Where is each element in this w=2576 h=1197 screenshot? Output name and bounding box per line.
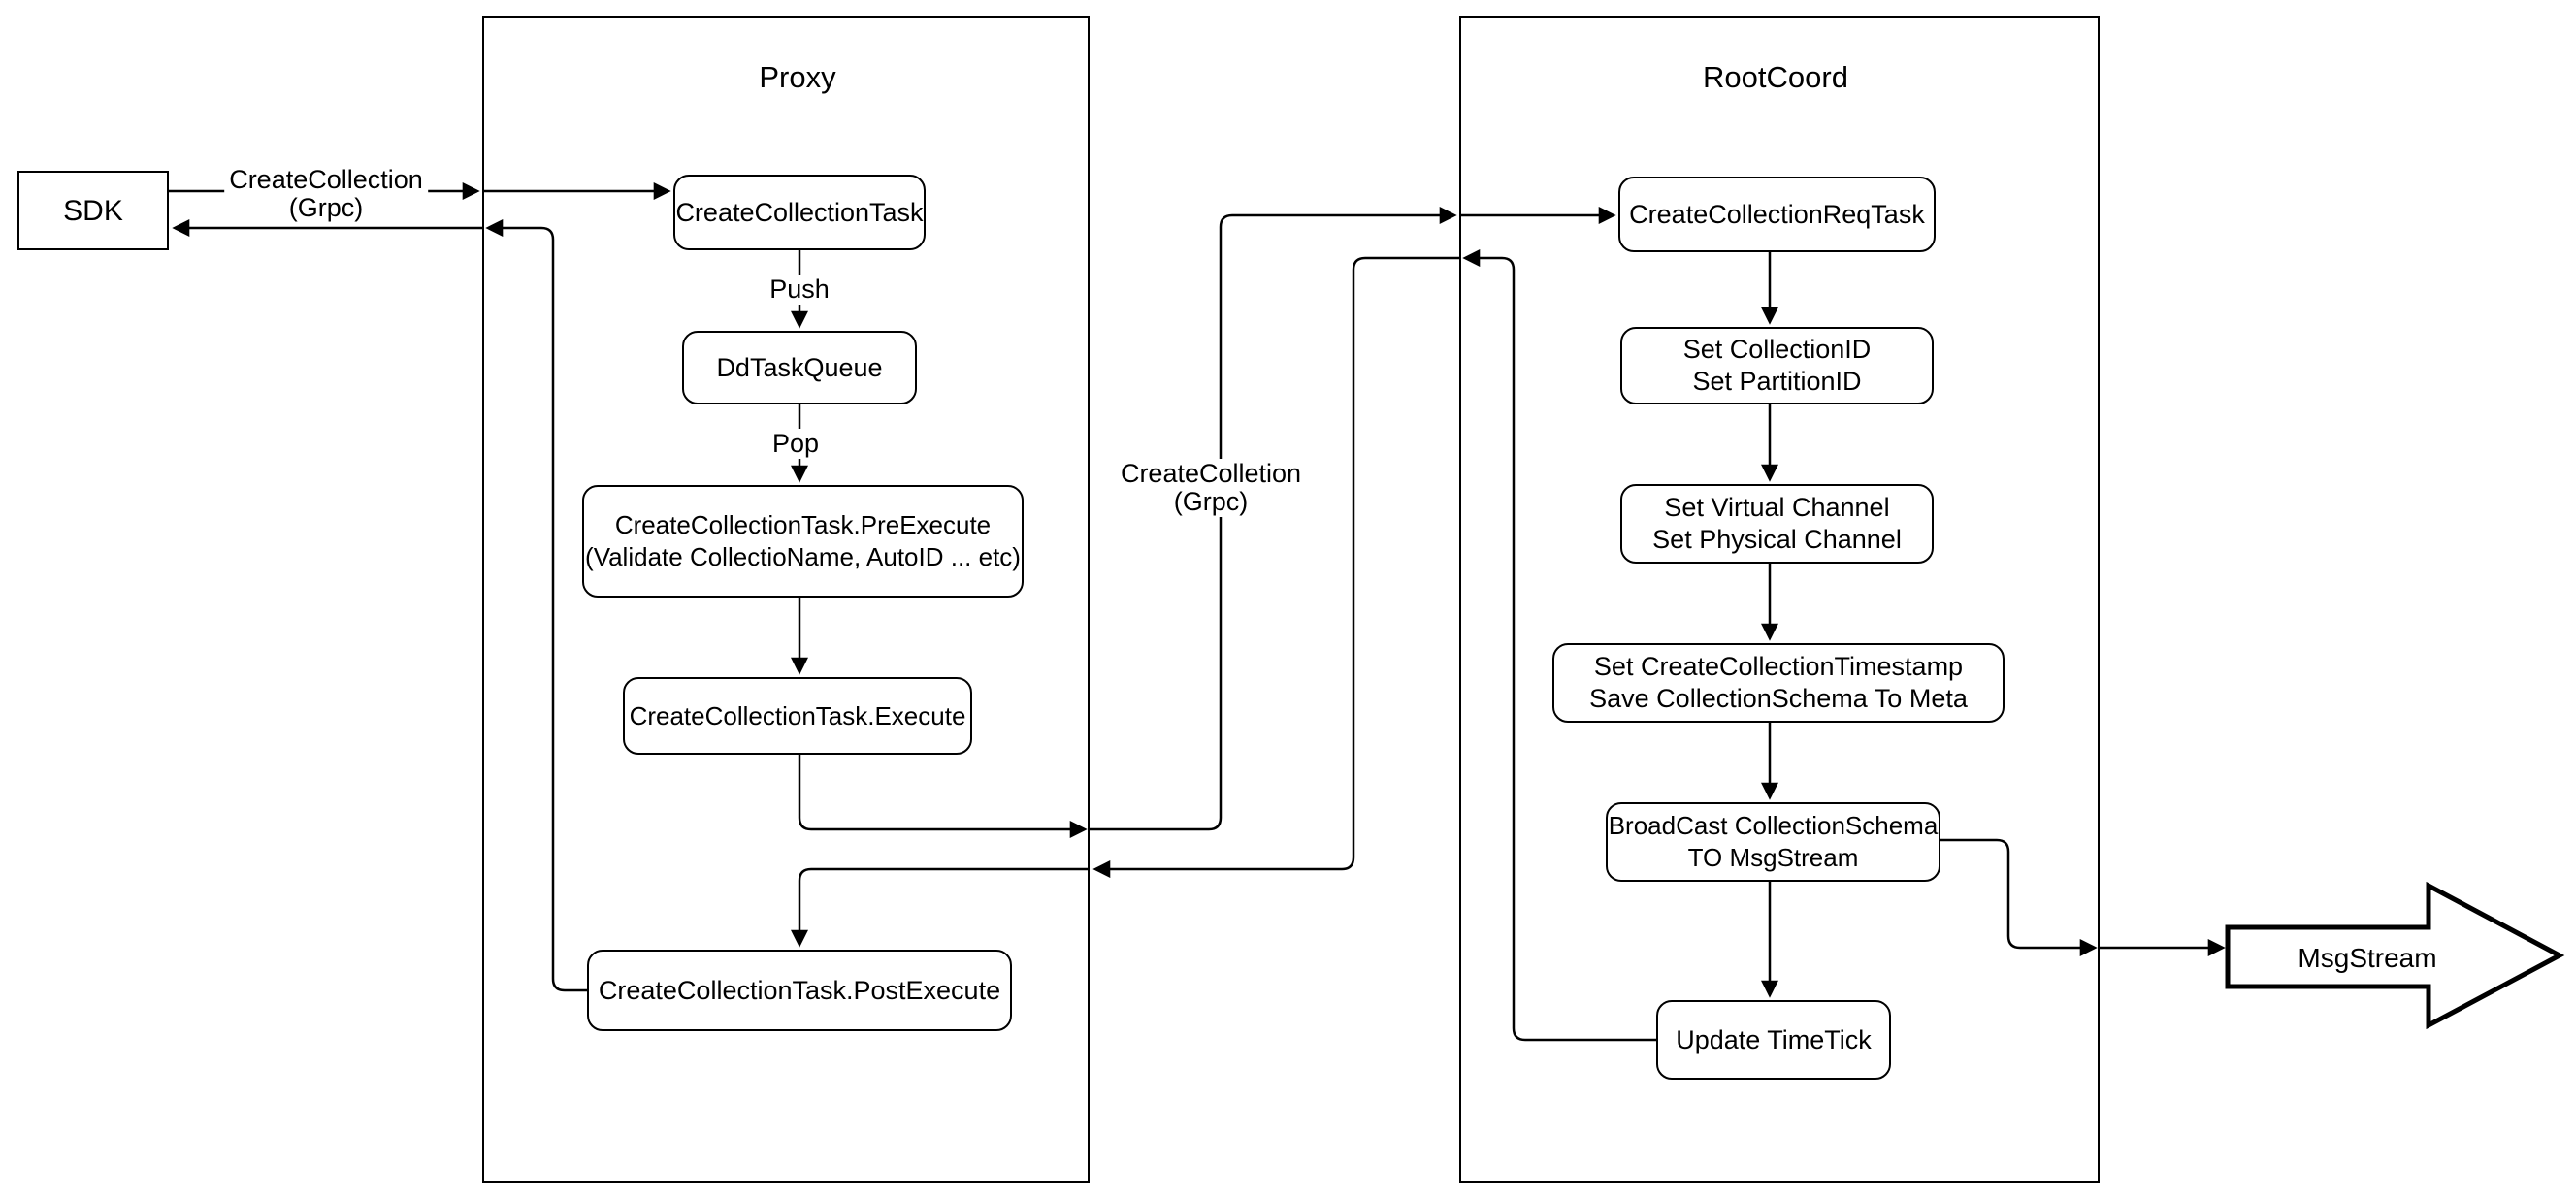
node-sdk: SDK [17,171,169,250]
edge-label-rootcoord-grpc: CreateColletion (Grpc) [1115,459,1307,517]
edge-label-push: Push [765,275,834,305]
node-set-timestamp-line2: Save CollectionSchema To Meta [1589,684,1968,713]
node-pre-execute-line1: CreateCollectionTask.PreExecute [614,510,992,539]
msgstream-block-arrow [2225,881,2565,1030]
edge-updatetimetick-out [1462,249,1656,1042]
edge-postexecute-out [485,219,587,992]
node-set-channels-line2: Set Physical Channel [1652,525,1902,554]
node-dd-task-queue-label: DdTaskQueue [716,352,883,382]
node-broadcast-line2: TO MsgStream [1687,843,1859,872]
node-set-ids-line2: Set PartitionID [1692,367,1862,396]
node-set-channels-line1: Set Virtual Channel [1664,493,1890,522]
node-update-timetick-label: Update TimeTick [1676,1024,1872,1054]
node-set-channels: Set Virtual Channel Set Physical Channel [1620,484,1934,564]
edge-return-to-postexecute [791,867,1090,948]
proxy-title: Proxy [759,60,836,94]
node-post-execute: CreateCollectionTask.PostExecute [587,950,1012,1031]
node-broadcast: BroadCast CollectionSchema TO MsgStream [1606,802,1940,882]
msgstream-label: MsgStream [2298,943,2437,973]
node-broadcast-line1: BroadCast CollectionSchema [1608,811,1939,840]
node-execute-label: CreateCollectionTask.Execute [629,700,966,730]
edge-label-sdk-grpc: CreateCollection (Grpc) [224,165,428,223]
node-create-collection-task-label: CreateCollectionTask [675,197,924,227]
node-create-collection-req-task-label: CreateCollectionReqTask [1629,199,1925,229]
node-set-ids: Set CollectionID Set PartitionID [1620,327,1934,404]
node-update-timetick: Update TimeTick [1656,1000,1891,1080]
node-dd-task-queue: DdTaskQueue [682,331,917,404]
edge-label-rootcoord-grpc-line1: CreateColletion [1120,459,1302,488]
rootcoord-title: RootCoord [1703,60,1848,94]
edge-label-pop: Pop [766,429,825,459]
edge-execute-out-of-proxy [798,755,1088,838]
edge-return-between-containers [1092,256,1459,878]
edge-label-sdk-grpc-line2: (Grpc) [288,193,364,222]
node-sdk-label: SDK [63,194,123,227]
node-execute: CreateCollectionTask.Execute [623,677,972,755]
edge-broadcast-out [1940,838,2098,956]
node-pre-execute: CreateCollectionTask.PreExecute (Validat… [582,485,1024,598]
edge-proxy-to-rootcoord [1090,207,1457,831]
node-create-collection-req-task: CreateCollectionReqTask [1618,177,1936,252]
node-set-timestamp-line1: Set CreateCollectionTimestamp [1593,652,1964,681]
edge-label-rootcoord-grpc-line2: (Grpc) [1173,487,1249,516]
edge-label-sdk-grpc-line1: CreateCollection [229,165,423,194]
rootcoord-container [1459,16,2100,1183]
proxy-container [482,16,1090,1183]
node-set-ids-line1: Set CollectionID [1682,335,1872,364]
node-pre-execute-line2: (Validate CollectioName, AutoID ... etc) [585,542,1021,571]
node-post-execute-label: CreateCollectionTask.PostExecute [598,975,1001,1005]
node-create-collection-task: CreateCollectionTask [673,175,926,250]
node-set-timestamp: Set CreateCollectionTimestamp Save Colle… [1552,643,2005,723]
